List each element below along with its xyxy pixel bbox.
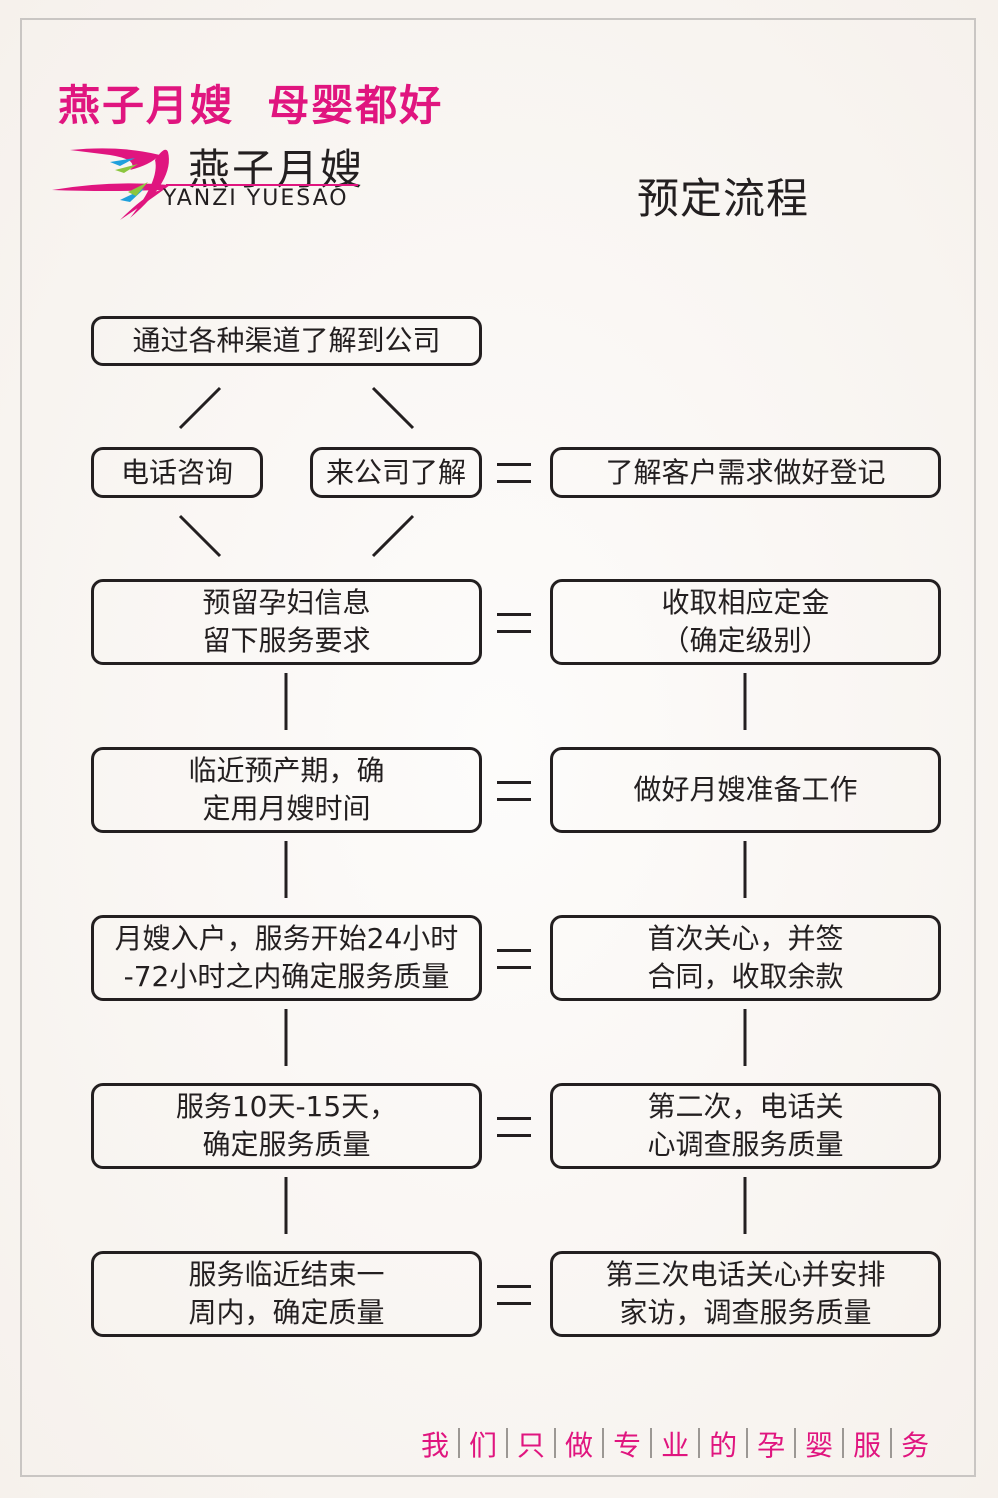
footer-char: 业 <box>661 1429 690 1462</box>
slogan: 燕子月嫂 母婴都好 <box>58 81 444 130</box>
right-step-5: 第三次电话关心并安排 家访，调查服务质量 <box>550 1251 941 1337</box>
step-register-needs: 了解客户需求做好登记 <box>550 447 941 498</box>
footer-char: 孕 <box>757 1429 786 1462</box>
divider <box>746 1428 749 1458</box>
poster-frame <box>20 18 976 1477</box>
right-step-4: 第二次，电话关 心调查服务质量 <box>550 1083 941 1169</box>
divider <box>554 1428 557 1458</box>
divider <box>698 1428 701 1458</box>
left-step-2: 临近预产期，确 定用月嫂时间 <box>91 747 482 833</box>
page-title: 预定流程 <box>637 174 810 223</box>
equals-sign <box>497 613 531 633</box>
divider <box>506 1428 509 1458</box>
connector-line <box>178 386 222 430</box>
divider <box>842 1428 845 1458</box>
step-visit-company: 来公司了解 <box>310 447 482 498</box>
equals-sign <box>497 1285 531 1305</box>
equals-sign <box>497 949 531 969</box>
right-step-1: 收取相应定金 （确定级别） <box>550 579 941 665</box>
equals-sign <box>497 1117 531 1137</box>
right-step-2: 做好月嫂准备工作 <box>550 747 941 833</box>
equals-sign <box>497 463 531 483</box>
footer-char: 专 <box>613 1429 642 1462</box>
footer-char: 们 <box>469 1429 498 1462</box>
left-step-5: 服务临近结束一 周内，确定质量 <box>91 1251 482 1337</box>
connector-line <box>371 514 415 558</box>
step-learn-company: 通过各种渠道了解到公司 <box>91 316 482 366</box>
logo-english: YANZI YUESAO <box>163 186 349 211</box>
footer-char: 婴 <box>805 1429 834 1462</box>
divider <box>458 1428 461 1458</box>
footer-tagline: 我 们 只 做 专 业 的 孕 婴 服 务 <box>412 1424 938 1464</box>
connector-line <box>371 386 415 430</box>
right-step-3: 首次关心，并签 合同，收取余款 <box>550 915 941 1001</box>
footer-char: 务 <box>901 1429 930 1462</box>
footer-char: 做 <box>565 1429 594 1462</box>
left-step-1: 预留孕妇信息 留下服务要求 <box>91 579 482 665</box>
divider <box>650 1428 653 1458</box>
footer-char: 服 <box>853 1429 882 1462</box>
swallow-logo-icon <box>52 148 170 220</box>
divider <box>794 1428 797 1458</box>
equals-sign <box>497 781 531 801</box>
step-phone-inquiry: 电话咨询 <box>91 447 263 498</box>
divider <box>602 1428 605 1458</box>
footer-char: 的 <box>709 1429 738 1462</box>
left-step-4: 服务10天-15天， 确定服务质量 <box>91 1083 482 1169</box>
footer-char: 只 <box>517 1429 546 1462</box>
footer-char: 我 <box>421 1429 450 1462</box>
divider <box>890 1428 893 1458</box>
logo-underline <box>166 184 358 186</box>
connector-line <box>178 514 222 558</box>
left-step-3: 月嫂入户，服务开始24小时 -72小时之内确定服务质量 <box>91 915 482 1001</box>
